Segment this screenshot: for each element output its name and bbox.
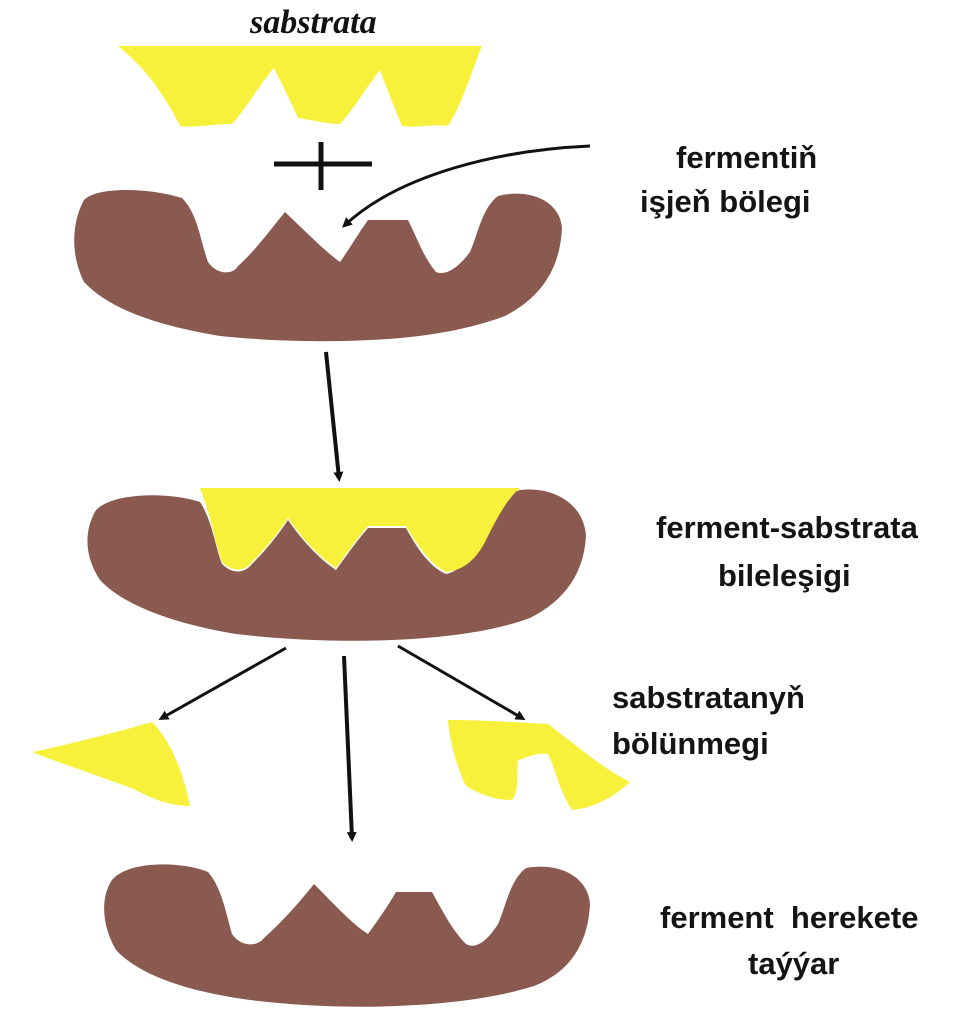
left-split-arrow — [162, 648, 286, 718]
center-down-arrow — [344, 656, 352, 838]
substrate-fragment-right — [448, 720, 630, 810]
enzyme-shape — [74, 190, 562, 341]
splitting-label-line1: sabstratanyň — [612, 678, 805, 718]
ready-label-line1: ferment herekete — [660, 898, 918, 938]
substrate-fragment-left — [32, 722, 190, 806]
splitting-label-line2: bölünmegi — [612, 724, 769, 764]
right-split-arrow — [398, 646, 522, 718]
substrate-shape — [118, 46, 482, 127]
regenerated-enzyme-shape — [104, 864, 590, 1006]
ready-label-line2: taýýar — [748, 944, 839, 984]
plus-icon — [274, 142, 372, 190]
active-site-label-line1: fermentiň — [676, 138, 817, 178]
complex-label-line1: ferment-sabstrata — [656, 508, 918, 548]
substrate-title: sabstrata — [250, 4, 377, 42]
complex-label-line2: bileleşigi — [718, 556, 851, 596]
down-arrow — [326, 352, 339, 478]
active-site-label-line2: işjeň bölegi — [640, 182, 811, 222]
